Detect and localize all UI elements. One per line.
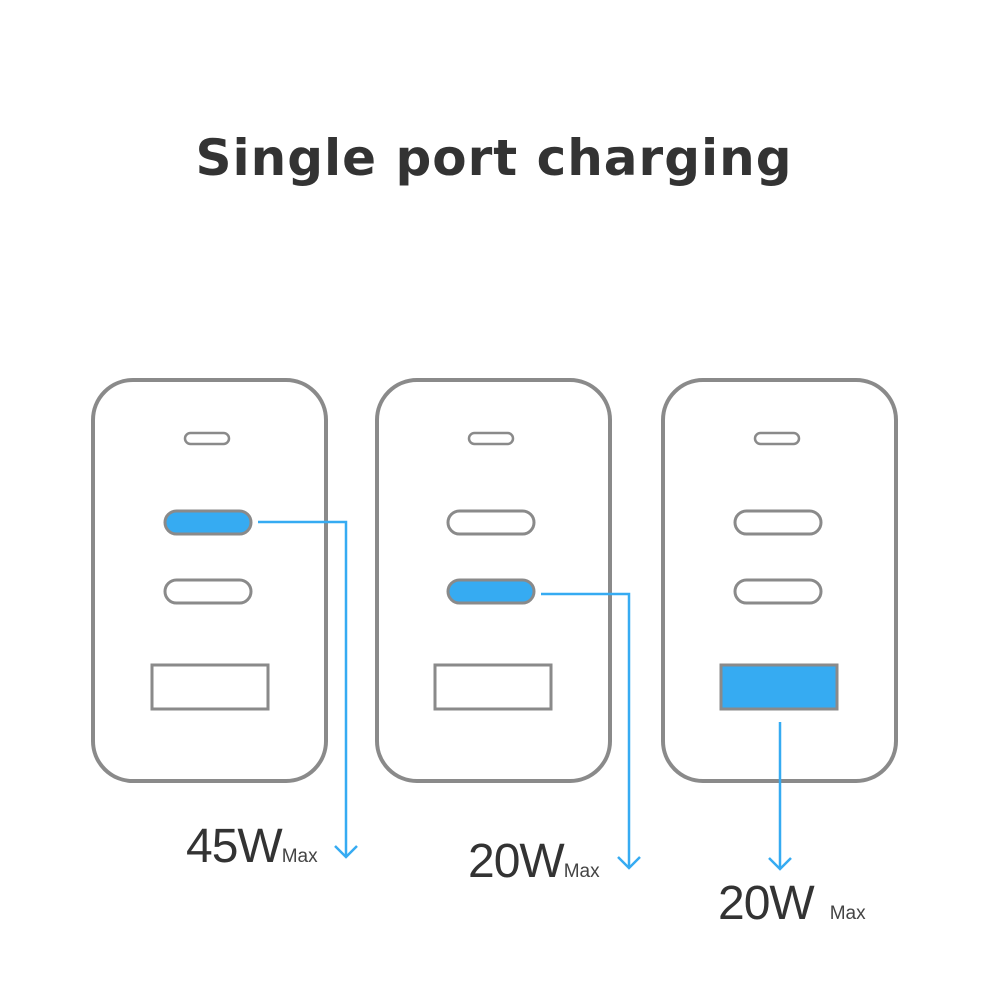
indicator-led	[753, 431, 801, 446]
usb-c-port-1	[163, 509, 253, 536]
output-wattage: 45W	[186, 820, 283, 873]
page-title: Single port charging	[195, 129, 793, 187]
charger-1	[91, 378, 358, 859]
output-arrow-line	[258, 520, 348, 857]
usb-a-port	[719, 663, 839, 711]
usb-a-port	[433, 663, 553, 711]
charger-2	[375, 378, 641, 870]
usb-c-port-1	[733, 509, 823, 536]
output-arrow-line	[541, 592, 631, 868]
output-wattage: 20W	[718, 877, 815, 930]
output-max-suffix: Max	[563, 861, 600, 882]
output-wattage: 20W	[468, 835, 565, 888]
output-arrow-head	[768, 857, 792, 871]
usb-c-port-1	[446, 509, 536, 536]
usb-c-port-2	[163, 578, 253, 605]
indicator-led	[183, 431, 231, 446]
usb-c-port-2	[446, 578, 536, 605]
charger-3	[661, 378, 898, 871]
output-arrow-head	[334, 845, 358, 859]
output-max-suffix: Max	[829, 903, 866, 924]
output-label-charger-3: 20W Max	[718, 880, 866, 928]
usb-c-port-2	[733, 578, 823, 605]
output-label-charger-1: 45WMax	[186, 823, 318, 871]
output-label-charger-2: 20WMax	[468, 838, 600, 886]
output-arrow-head	[617, 856, 641, 870]
output-max-suffix: Max	[281, 846, 318, 867]
usb-a-port	[150, 663, 270, 711]
indicator-led	[467, 431, 515, 446]
